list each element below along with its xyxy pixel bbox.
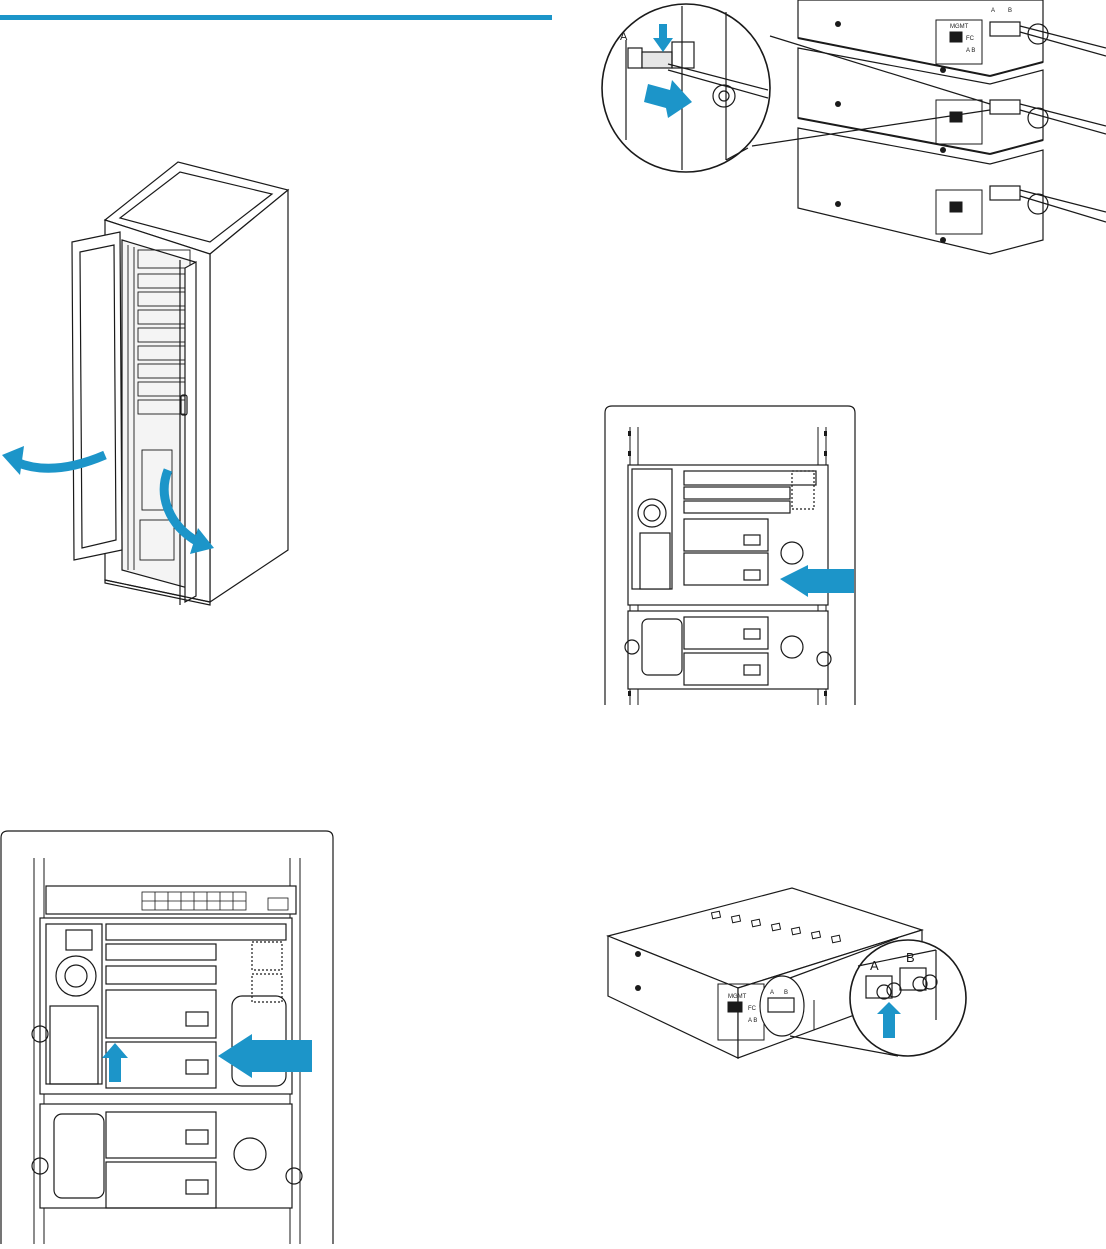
pull-out-arrow-icon [598, 0, 1106, 262]
cabinet-figure [0, 150, 300, 610]
module-ports-figure: MGMT FC A B A B A B [604, 880, 978, 1070]
push-up-arrow-icon [604, 880, 978, 1070]
rack-insert-small-figure [604, 405, 858, 705]
rack-insert-large-figure [0, 830, 336, 1244]
cable-detail-figure: MGMT FC A B A B A [598, 0, 1106, 262]
insert-arrow-icon [604, 405, 858, 705]
door-open-arrow-icon [0, 150, 300, 610]
latch-up-arrow-icon [0, 830, 336, 1244]
section-header-rule [0, 15, 552, 20]
